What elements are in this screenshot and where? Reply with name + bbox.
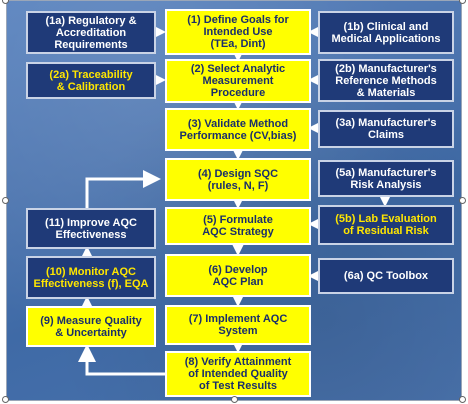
box-3-validate-performance: (3) Validate Method Performance (CV,bias…: [165, 108, 311, 151]
resize-handle-top-left[interactable]: [2, 0, 9, 4]
box-3a-manufacturer-claims: (3a) Manufacturer's Claims: [318, 110, 454, 148]
box-8-verify-attainment: (8) Verify Attainment of Intended Qualit…: [165, 351, 311, 397]
box-6-develop-plan: (6) Develop AQC Plan: [165, 254, 311, 297]
box-1b-clinical-medical: (1b) Clinical and Medical Applications: [318, 11, 454, 54]
resize-handle-left[interactable]: [2, 197, 9, 204]
arrow-8-to-9: [78, 344, 165, 376]
resize-handle-bottom-left[interactable]: [2, 396, 9, 403]
box-11-improve-aqc: (11) Improve AQC Effectiveness: [26, 208, 156, 249]
box-5-formulate-strategy: (5) Formulate AQC Strategy: [165, 207, 311, 245]
arrow-11-to-4: [85, 170, 161, 208]
box-5b-residual-risk: (5b) Lab Evaluation of Residual Risk: [318, 205, 454, 245]
box-2b-reference-methods: (2b) Manufacturer's Reference Methods & …: [318, 59, 454, 102]
box-10-monitor-aqc: (10) Monitor AQC Effectiveness (f), EQA: [26, 256, 156, 299]
resize-handle-bottom-right[interactable]: [459, 396, 466, 403]
box-7-implement-system: (7) Implement AQC System: [165, 305, 311, 345]
box-2a-traceability: (2a) Traceability & Calibration: [26, 62, 156, 99]
box-2-select-procedure: (2) Select Analytic Measurement Procedur…: [165, 59, 311, 103]
box-1a-regulatory-accreditation: (1a) Regulatory & Accreditation Requirem…: [26, 11, 156, 54]
box-4-design-sqc: (4) Design SQC (rules, N, F): [165, 158, 311, 201]
box-6a-qc-toolbox: (6a) QC Toolbox: [318, 258, 454, 294]
box-1-define-goals: (1) Define Goals for Intended Use (TEa, …: [165, 9, 311, 55]
box-5a-risk-analysis: (5a) Manufacturer's Risk Analysis: [318, 160, 454, 197]
resize-handle-bottom[interactable]: [231, 396, 238, 403]
resize-handle-top-right[interactable]: [459, 0, 466, 4]
resize-handle-right[interactable]: [459, 197, 466, 204]
box-9-measure-quality: (9) Measure Quality & Uncertainty: [26, 306, 156, 347]
